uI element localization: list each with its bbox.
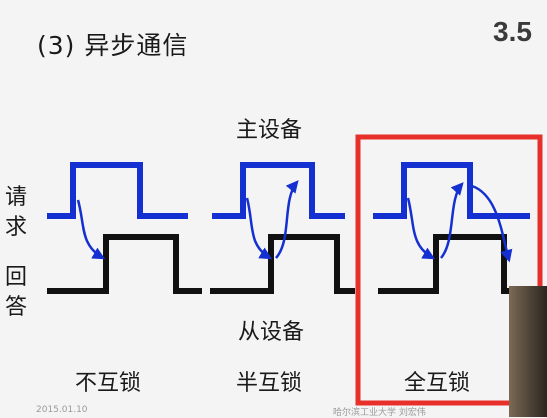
mode-label-non-interlocked: 不互锁 — [75, 371, 142, 396]
request-waveform — [47, 162, 188, 219]
request-char-2: 求 — [4, 215, 27, 240]
response-char-2: 答 — [4, 295, 27, 320]
slide-title: (3) 异步通信 — [37, 31, 189, 60]
semi-interlocked-timing — [210, 162, 355, 294]
mode-label-fully-interlocked: 全互锁 — [404, 371, 471, 396]
mode-label-semi-interlocked: 半互锁 — [236, 371, 303, 396]
response-waveform — [47, 234, 202, 294]
arrow-request-release — [471, 184, 513, 263]
request-label: 请 求 — [4, 183, 28, 243]
master-label: 主设备 — [236, 118, 303, 143]
request-char-1: 请 — [4, 185, 27, 210]
footer-author: 哈尔滨工业大学 刘宏伟 — [333, 408, 426, 418]
request-waveform — [212, 162, 345, 219]
arrow-request-to-response — [76, 199, 106, 260]
arrow-response-to-request — [439, 182, 464, 259]
non-interlocked-timing — [47, 162, 202, 294]
highlight-box — [355, 134, 543, 406]
arrow-response-to-request — [275, 180, 299, 259]
response-waveform — [210, 234, 355, 294]
section-number: 3.5 — [493, 16, 532, 47]
request-waveform — [373, 162, 530, 219]
response-label: 回 答 — [4, 263, 28, 323]
arrow-request-to-response — [406, 197, 436, 260]
fully-interlocked-timing — [373, 162, 530, 294]
arrow-request-to-response — [245, 197, 273, 260]
footer-date: 2015.01.10 — [36, 405, 88, 415]
response-waveform — [378, 234, 520, 294]
slave-label: 从设备 — [238, 320, 305, 345]
camera-overlay — [509, 286, 547, 417]
response-char-1: 回 — [4, 265, 27, 290]
